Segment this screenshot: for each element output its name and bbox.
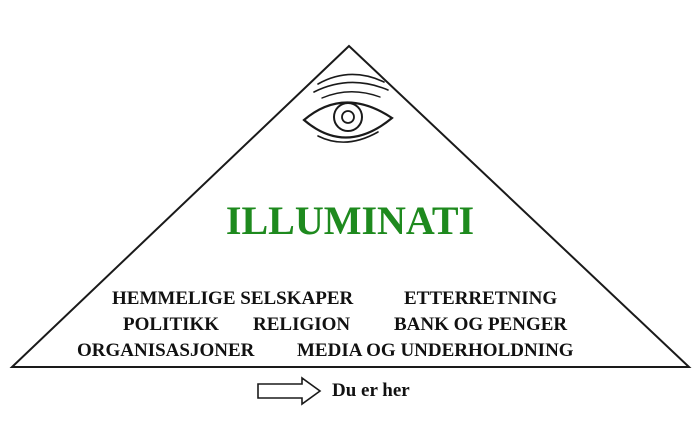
layer-label-etterretning: ETTERRETNING <box>404 288 558 309</box>
layer-label-bank-og-penger: BANK OG PENGER <box>394 314 568 335</box>
layer-label-organisasjoner: ORGANISASJONER <box>77 340 255 361</box>
layer-label-politikk: POLITIKK <box>123 314 220 335</box>
pyramid-outline <box>9 44 692 368</box>
layer-label-religion: RELIGION <box>253 314 351 335</box>
pyramid-title: ILLUMINATI <box>225 198 475 243</box>
layer-label-media-og-underholdning: MEDIA OG UNDERHOLDNING <box>297 340 574 361</box>
layer-label-hemmelige-selskaper: HEMMELIGE SELSKAPER <box>112 288 354 309</box>
all-seeing-eye-icon <box>302 73 394 143</box>
outline-arrow-right-icon <box>257 376 322 406</box>
you-are-here-label: Du er her <box>332 380 410 401</box>
